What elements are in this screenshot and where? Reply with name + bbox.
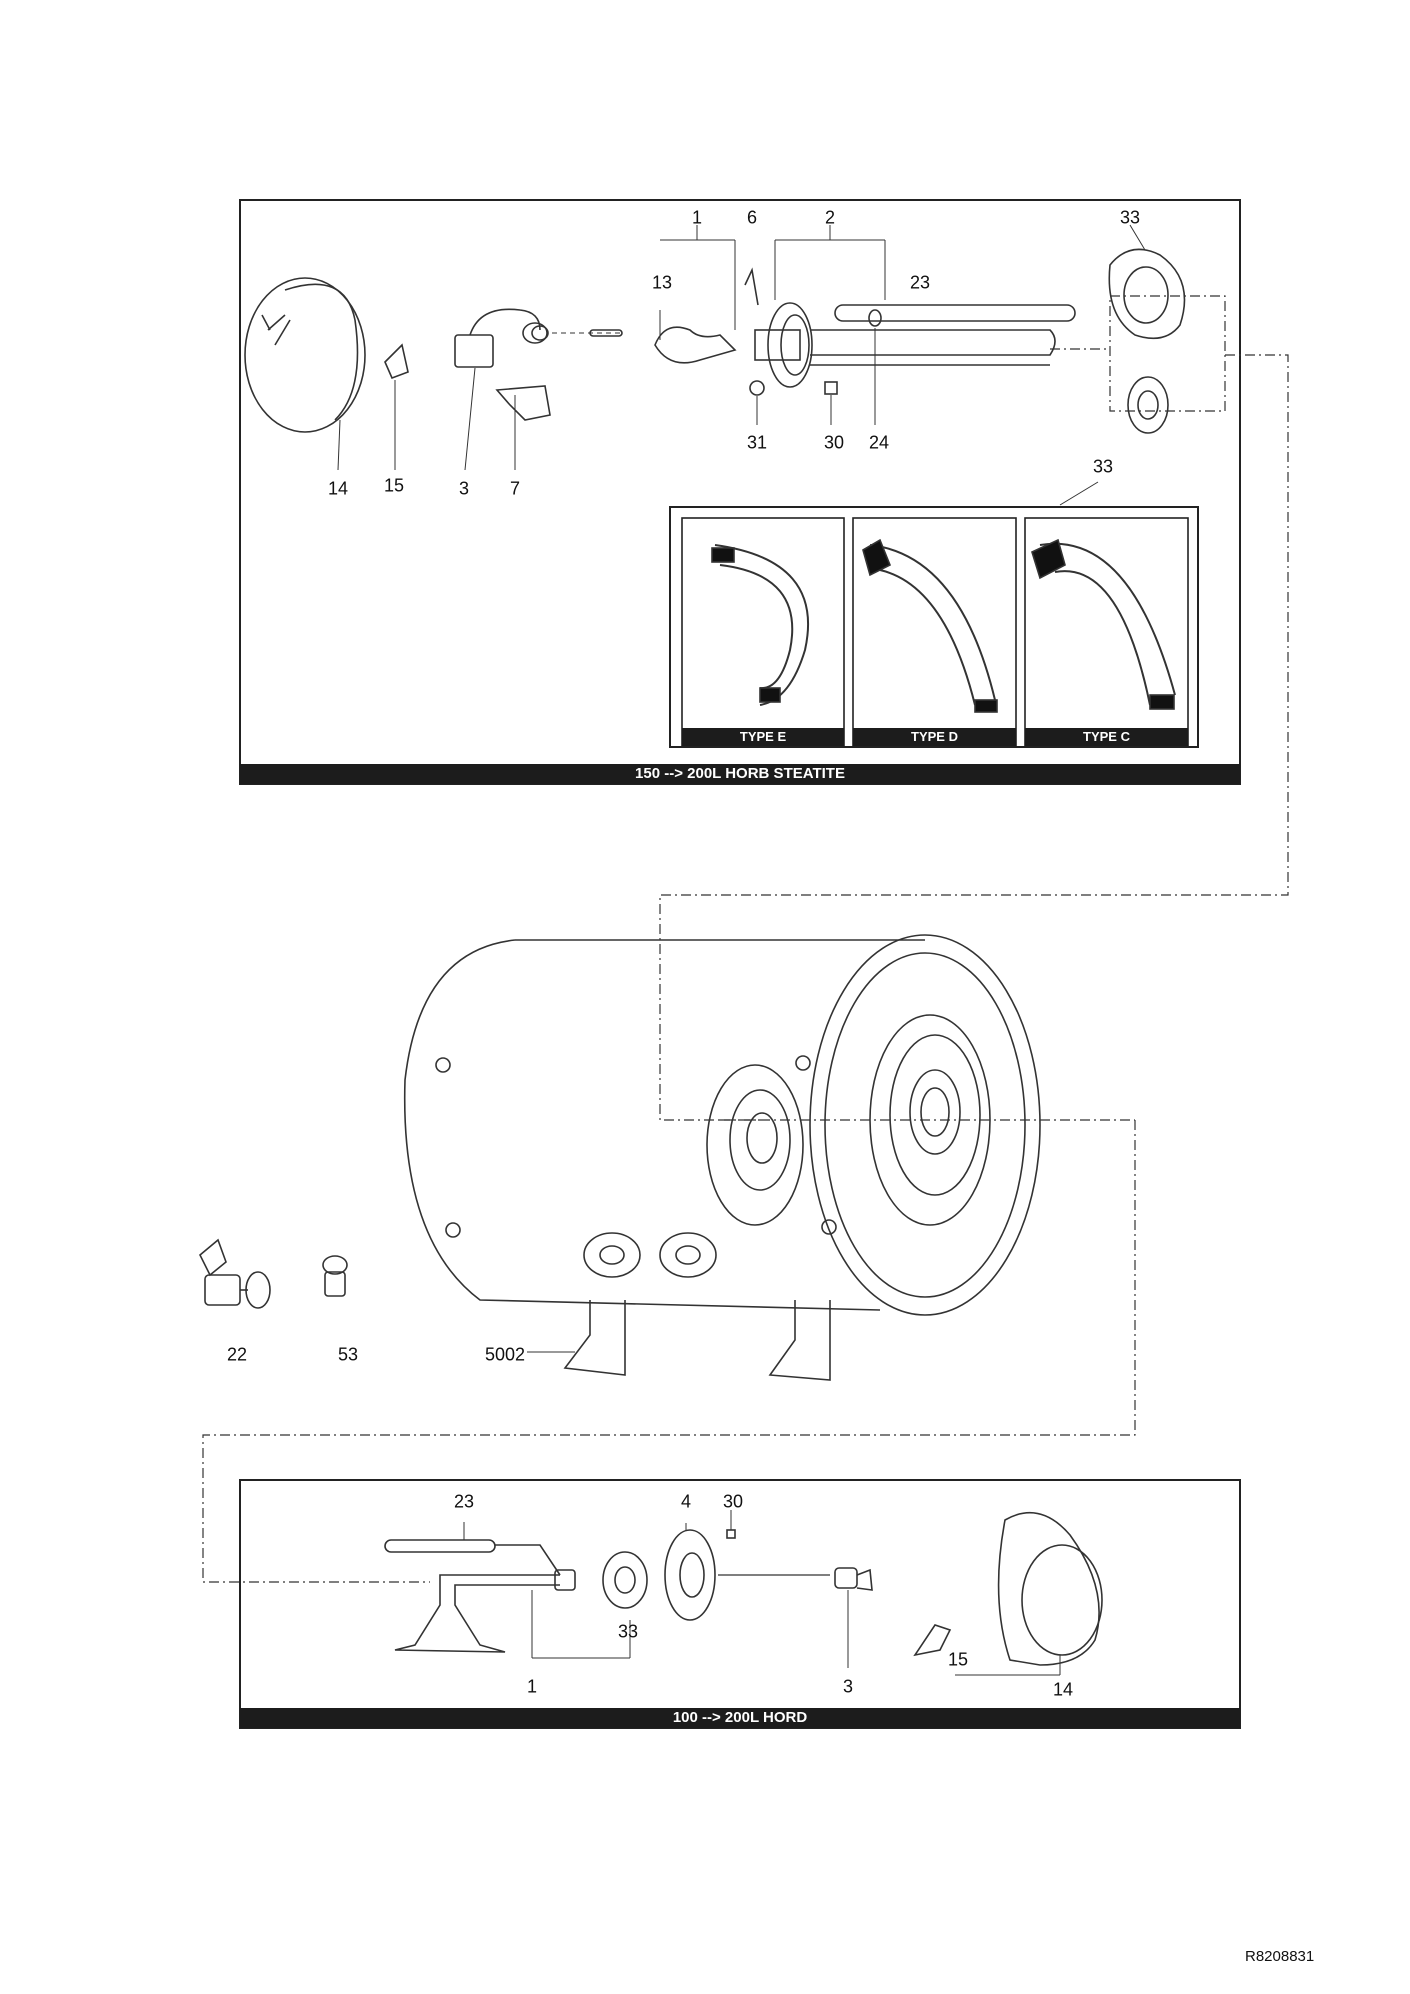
label-part-30: 30 bbox=[823, 432, 845, 453]
part-15-clip bbox=[384, 343, 409, 470]
bottom-panel-frame bbox=[239, 1479, 1241, 1729]
water-heater-tank bbox=[202, 934, 1136, 1583]
label-part-15: 15 bbox=[383, 475, 405, 496]
label-bottom-part-3: 3 bbox=[842, 1676, 854, 1697]
part-33-gasket-small bbox=[1127, 376, 1169, 434]
label-bottom-part-15: 15 bbox=[947, 1649, 969, 1670]
label-part-33-lower: 33 bbox=[1092, 456, 1114, 477]
label-part-3: 3 bbox=[458, 478, 470, 499]
part-15-clip-bottom bbox=[913, 1624, 952, 1657]
label-part-14: 14 bbox=[327, 478, 349, 499]
type-c-frame bbox=[1024, 517, 1189, 747]
gasket-type-e bbox=[714, 544, 810, 706]
part-7-bracket bbox=[495, 385, 551, 470]
part-3-thermostat bbox=[454, 308, 623, 471]
type-c-label: TYPE C bbox=[1025, 728, 1188, 746]
part-31-nut bbox=[749, 380, 765, 396]
label-part-33-upper: 33 bbox=[1119, 207, 1141, 228]
gasket-type-d bbox=[869, 544, 996, 701]
gasket-type-c bbox=[1039, 542, 1176, 696]
label-part-53: 53 bbox=[337, 1344, 359, 1365]
part-30-screw bbox=[726, 1529, 736, 1539]
part-1-hairpin-element bbox=[394, 1544, 631, 1659]
label-bottom-part-23: 23 bbox=[453, 1491, 475, 1512]
top-panel-title: 150 --> 200L HORB STEATITE bbox=[240, 764, 1240, 784]
label-bottom-part-14: 14 bbox=[1052, 1679, 1074, 1700]
part-33-flange-gasket bbox=[1108, 224, 1186, 340]
part-30-bolt bbox=[824, 381, 838, 395]
top-panel-frame bbox=[239, 199, 1241, 785]
label-part-31: 31 bbox=[746, 432, 768, 453]
part-23-anode bbox=[384, 1539, 496, 1553]
type-d-frame bbox=[852, 517, 1017, 747]
bottom-panel-title: 100 --> 200L HORD bbox=[240, 1708, 1240, 1728]
part-4-flange bbox=[664, 1529, 716, 1621]
gasket-types-box bbox=[669, 506, 1199, 748]
part-33-gasket-bottom bbox=[602, 1551, 648, 1609]
type-d-label: TYPE D bbox=[853, 728, 1016, 746]
part-1-element bbox=[654, 225, 737, 364]
label-part-2: 2 bbox=[824, 207, 836, 228]
label-bottom-part-1: 1 bbox=[526, 1676, 538, 1697]
drawing-reference: R8208831 bbox=[1245, 1948, 1315, 1965]
label-part-13: 13 bbox=[651, 272, 673, 293]
label-part-23: 23 bbox=[909, 272, 931, 293]
label-part-5002: 5002 bbox=[484, 1344, 526, 1365]
label-part-1: 1 bbox=[691, 207, 703, 228]
part-3-thermostat-bottom bbox=[834, 1567, 873, 1668]
part-5002-feet bbox=[527, 1300, 831, 1381]
part-14-cover bbox=[244, 277, 366, 471]
type-e-frame bbox=[681, 517, 845, 747]
part-2-flange-tube bbox=[754, 225, 1076, 388]
part-22-valve bbox=[199, 1238, 271, 1309]
label-bottom-part-4: 4 bbox=[680, 1491, 692, 1512]
label-part-6: 6 bbox=[746, 207, 758, 228]
label-bottom-part-30: 30 bbox=[722, 1491, 744, 1512]
part-14-cover-bottom bbox=[955, 1511, 1103, 1676]
part-53-plug bbox=[322, 1255, 348, 1297]
part-24-ring bbox=[868, 309, 882, 327]
type-e-label: TYPE E bbox=[682, 728, 844, 746]
label-part-22: 22 bbox=[226, 1344, 248, 1365]
label-bottom-part-33: 33 bbox=[617, 1621, 639, 1642]
label-part-7: 7 bbox=[509, 478, 521, 499]
part-6-pin bbox=[744, 267, 759, 306]
label-part-24: 24 bbox=[868, 432, 890, 453]
